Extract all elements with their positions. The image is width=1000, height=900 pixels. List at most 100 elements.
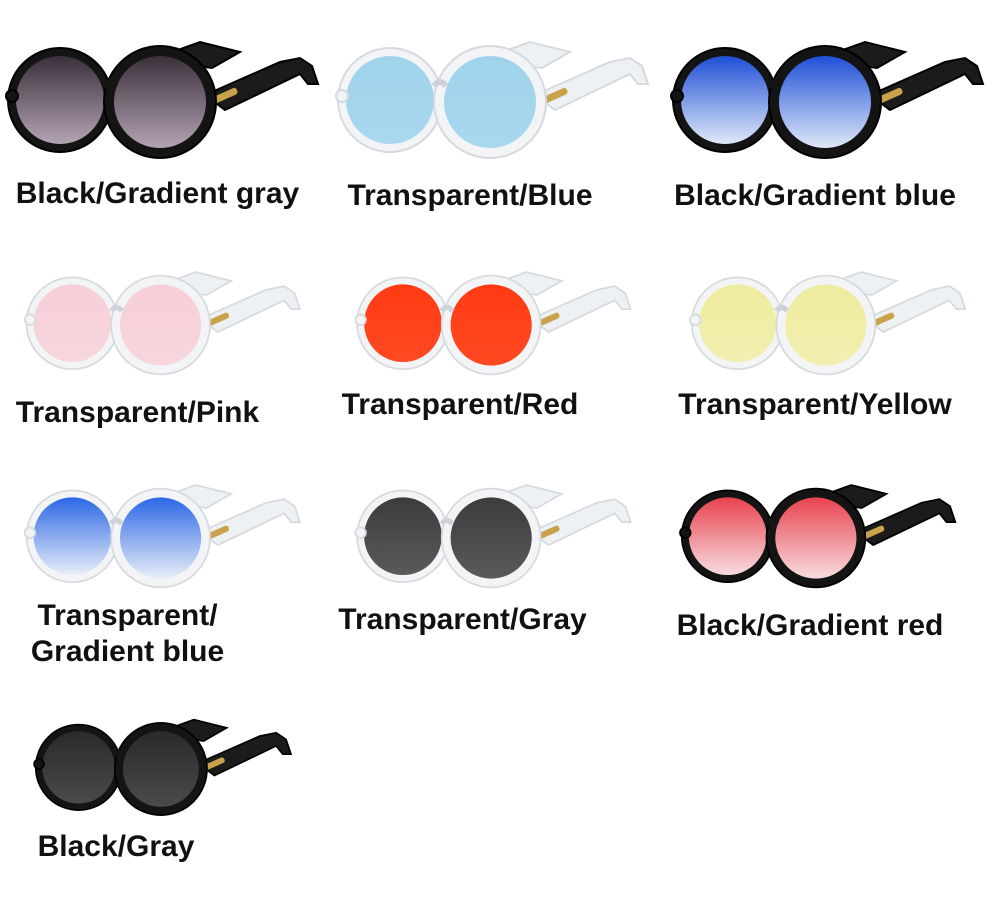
product-transparent-blue: Transparent/Blue	[330, 0, 670, 230]
right-lens	[120, 497, 202, 579]
right-lens	[120, 284, 202, 366]
temple-arm	[863, 285, 967, 334]
bridge	[439, 517, 455, 526]
product-label: Transparent/Gray	[330, 602, 595, 638]
right-lens	[444, 56, 536, 148]
sunglasses-image	[679, 484, 957, 589]
sunglasses-image	[33, 718, 293, 816]
bridge	[101, 79, 119, 88]
sunglasses-image	[689, 271, 967, 376]
frame-stub	[354, 313, 367, 326]
product-label-line: Transparent/Gray	[338, 603, 587, 636]
temple-arm	[853, 498, 957, 547]
product-label: Black/Gradient blue	[665, 178, 965, 214]
sunglasses-image	[23, 271, 302, 376]
temple-arm	[203, 56, 320, 112]
product-label: Black/Gradient gray	[0, 176, 315, 212]
right-lens	[775, 497, 857, 579]
right-lens	[114, 56, 206, 148]
left-lens	[33, 497, 112, 576]
temple-arm	[533, 56, 650, 112]
frame-stub	[5, 89, 19, 103]
sunglasses-image	[23, 484, 302, 589]
product-label-line: Black/Gray	[37, 830, 195, 863]
product-label-line: Black/Gradient gray	[15, 177, 300, 210]
bridge	[439, 304, 455, 313]
product-transparent-gradient-blue: Transparent/ Gradient blue	[0, 448, 330, 673]
product-transparent-pink: Transparent/Pink	[0, 235, 330, 435]
left-lens	[346, 56, 434, 144]
temple-arm	[529, 498, 632, 547]
product-label-line: Transparent/Blue	[347, 179, 593, 212]
hinge-spring	[204, 757, 225, 770]
temple-arm	[198, 285, 302, 334]
right-lens	[123, 731, 199, 807]
right-lens	[450, 497, 532, 579]
frame-stub	[33, 758, 45, 770]
product-black-gradient-red: Black/Gradient red	[645, 448, 1000, 648]
frame-stub	[23, 313, 37, 326]
temple-arm	[529, 285, 632, 334]
sunglasses-image	[335, 40, 650, 159]
frame-stub	[23, 526, 37, 539]
product-label-line: Transparent/Yellow	[678, 388, 952, 421]
product-label: Transparent/ Gradient blue	[0, 598, 255, 670]
product-label-line: Gradient blue	[30, 635, 225, 668]
left-lens	[698, 284, 777, 363]
sunglasses-image	[354, 484, 632, 589]
left-lens	[364, 497, 442, 576]
frame-stub	[354, 526, 367, 539]
hinge-spring	[862, 525, 885, 539]
product-transparent-yellow: Transparent/Yellow	[665, 235, 1000, 435]
bridge	[109, 304, 124, 313]
product-label: Transparent/Red	[330, 387, 590, 423]
left-lens	[688, 497, 767, 576]
left-lens	[16, 56, 104, 144]
frame-stub	[689, 313, 702, 326]
product-label: Transparent/Yellow	[665, 387, 965, 423]
temple-arm	[198, 498, 302, 547]
product-label: Transparent/Pink	[0, 395, 275, 431]
product-label: Transparent/Blue	[330, 178, 610, 214]
product-transparent-gray: Transparent/Gray	[330, 448, 670, 648]
left-lens	[364, 284, 442, 363]
product-label: Black/Gray	[0, 829, 232, 865]
hinge-spring	[207, 312, 230, 326]
right-lens	[450, 284, 532, 366]
product-black-gray: Black/Gray	[0, 685, 330, 885]
hinge-spring	[537, 525, 560, 539]
left-lens	[681, 56, 769, 144]
product-label-line: Transparent/	[37, 599, 218, 632]
hinge-spring	[542, 87, 568, 103]
product-label-line: Black/Gradient red	[676, 609, 944, 642]
product-black-gradient-blue: Black/Gradient blue	[665, 0, 1000, 230]
bridge	[774, 304, 790, 313]
hinge-spring	[877, 87, 903, 103]
product-black-gradient-gray: Black/Gradient gray	[0, 0, 330, 230]
product-label: Black/Gradient red	[665, 608, 955, 644]
product-label-line: Transparent/Red	[341, 388, 579, 421]
product-label-line: Black/Gradient blue	[674, 179, 956, 212]
left-lens	[42, 731, 115, 804]
frame-stub	[679, 526, 692, 539]
bridge	[112, 750, 127, 758]
right-lens	[785, 284, 867, 366]
temple-arm	[868, 56, 985, 112]
sunglasses-image	[670, 40, 985, 159]
bridge	[764, 517, 780, 526]
hinge-spring	[537, 312, 560, 326]
hinge-spring	[212, 87, 238, 103]
temple-arm	[196, 731, 293, 777]
frame-stub	[335, 89, 349, 103]
bridge	[431, 79, 449, 88]
frame-stub	[670, 89, 684, 103]
product-label-line: Transparent/Pink	[15, 396, 260, 429]
bridge	[766, 79, 784, 88]
sunglasses-image	[5, 40, 320, 159]
product-transparent-red: Transparent/Red	[330, 235, 670, 435]
right-lens	[779, 56, 871, 148]
sunglasses-image	[354, 271, 632, 376]
hinge-spring	[207, 525, 230, 539]
hinge-spring	[872, 312, 895, 326]
bridge	[109, 517, 124, 526]
